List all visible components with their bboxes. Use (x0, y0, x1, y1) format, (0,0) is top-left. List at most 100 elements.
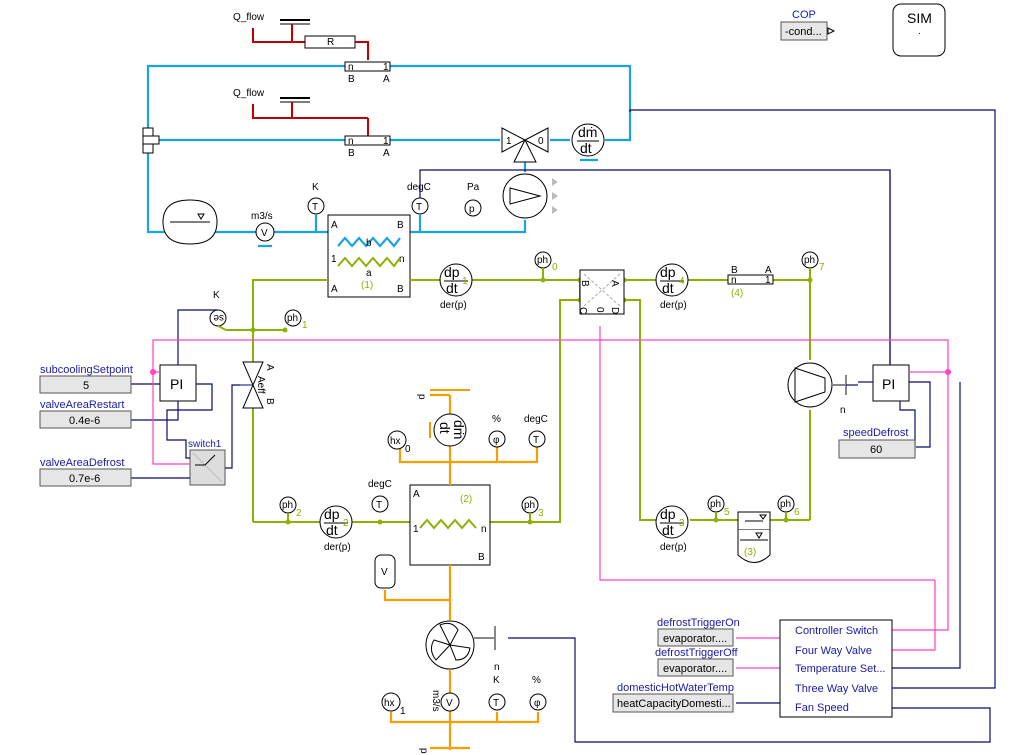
air-volume-sensor[interactable]: V (374, 554, 396, 589)
three-way-valve-port: Three Way Valve (795, 683, 878, 695)
der-p-3[interactable]: dp dt 3 der(p) (655, 505, 689, 553)
svg-text:%: % (492, 414, 501, 425)
ph-sensor-5[interactable]: ph 5 (707, 495, 730, 520)
air-source-top[interactable]: p (416, 389, 470, 400)
svg-text:B: B (397, 220, 404, 231)
svg-text:se: se (213, 312, 224, 323)
sim-block[interactable]: SIM . (892, 3, 946, 57)
heat-source-1[interactable]: Q_flow R n 1 B A (233, 12, 391, 85)
svg-text:evaporator....: evaporator.... (663, 663, 727, 675)
svg-text:7: 7 (819, 262, 825, 273)
svg-text:dt: dt (662, 522, 674, 538)
defrost-controller[interactable]: Controller Switch Four Way Valve Tempera… (779, 619, 893, 718)
air-source-bottom[interactable]: p (418, 748, 429, 754)
ph-sensor-2[interactable]: ph 2 (279, 496, 302, 522)
svg-text:m3/s: m3/s (430, 690, 441, 712)
svg-text:A: A (765, 265, 772, 276)
sensor-t-degc[interactable]: degC T (407, 182, 431, 215)
hx-sensor-0[interactable]: hx 0 (387, 430, 411, 455)
svg-text:dp: dp (660, 506, 676, 522)
air-mass-flow-sensor[interactable]: dṁ dt (429, 413, 467, 447)
pipe-4[interactable]: B A n 1 (4) (727, 265, 774, 299)
svg-text:Q_flow: Q_flow (233, 88, 265, 99)
ph-sensor-1[interactable]: ph 1 (284, 309, 308, 331)
pi-controller-right[interactable]: PI (872, 364, 910, 402)
controller-switch-port: Controller Switch (795, 625, 878, 637)
ph-sensor-3[interactable]: ph 3 (521, 496, 544, 522)
svg-text:-cond...: -cond... (785, 26, 822, 38)
air-volume-flow-sensor[interactable]: V m3/s (430, 690, 460, 712)
svg-text:valveAreaDefrost: valveAreaDefrost (40, 457, 124, 469)
svg-text:φ: φ (493, 435, 500, 446)
svg-text:der(p): der(p) (324, 542, 351, 553)
svg-text:A: A (331, 284, 338, 295)
svg-text:b: b (366, 238, 372, 249)
svg-text:B: B (731, 265, 738, 276)
svg-text:dt: dt (437, 422, 453, 434)
speed-defrost[interactable]: speedDefrost 60 (838, 427, 916, 459)
heat-source-2[interactable]: Q_flow n 1 B A (233, 88, 391, 159)
sensor-t-k[interactable]: K T (307, 182, 325, 215)
der-p-4[interactable]: dp dt 4 der(p) (655, 263, 689, 311)
svg-text:ph: ph (524, 500, 535, 511)
refrigerant-temp-sensor[interactable]: degC T (368, 479, 392, 513)
domestic-hot-water-temp[interactable]: domesticHotWaterTemp heatCapacityDomesti… (612, 682, 734, 713)
cop-output[interactable]: COP -cond... (780, 9, 836, 41)
svg-text:der(p): der(p) (440, 300, 467, 311)
svg-text:1: 1 (506, 136, 512, 147)
svg-text:Aeff: Aeff (255, 376, 266, 394)
svg-text:2: 2 (343, 518, 349, 529)
svg-text:B: B (397, 284, 404, 295)
svg-text:n: n (494, 662, 500, 673)
fan[interactable]: n (425, 620, 500, 673)
pi-controller-left[interactable]: PI (159, 364, 197, 402)
svg-text:(1): (1) (361, 280, 373, 291)
receiver-tank[interactable]: (3) (737, 511, 771, 563)
svg-text:a: a (366, 268, 372, 279)
compressor[interactable]: n (787, 362, 847, 416)
volume-flow-sensor[interactable]: m3/s V (251, 211, 275, 248)
water-storage-tank[interactable] (162, 199, 218, 245)
condenser-heat-exchanger[interactable]: A B 1 n A B b a (1) (327, 214, 411, 298)
ph-sensor-0[interactable]: ph 0 (534, 251, 558, 280)
svg-text:p: p (416, 394, 427, 400)
svg-text:C: C (577, 307, 588, 314)
svg-text:dṁ: dṁ (578, 124, 597, 140)
air-phi-sensor-2[interactable]: % φ (529, 675, 547, 711)
hx-sensor-1[interactable]: hx 1 (381, 692, 406, 717)
svg-text:ph: ph (710, 499, 721, 510)
svg-text:5: 5 (83, 380, 89, 392)
water-pump[interactable] (502, 173, 558, 219)
water-tee[interactable] (142, 127, 160, 154)
ph-sensor-7[interactable]: ph 7 (801, 251, 825, 280)
ph-sensor-6[interactable]: ph 6 (777, 495, 800, 520)
svg-text:subcoolingSetpoint: subcoolingSetpoint (40, 364, 133, 376)
svg-text:6: 6 (794, 507, 800, 518)
defrost-trigger-off[interactable]: defrostTriggerOff evaporator.... (655, 647, 738, 677)
svg-text:n: n (840, 405, 846, 416)
mass-flow-sensor[interactable]: dṁ dt (571, 123, 605, 162)
svg-text:defrostTriggerOff: defrostTriggerOff (655, 647, 738, 659)
svg-text:dp: dp (324, 506, 340, 522)
sensor-p-pa[interactable]: Pa p (464, 182, 482, 217)
evaporator-heat-exchanger[interactable]: A B 1 n (2) (409, 484, 491, 566)
air-temp-sensor[interactable]: degC T (524, 414, 548, 448)
svg-text:degC: degC (368, 479, 392, 490)
phi-sensor[interactable]: % φ (488, 414, 506, 448)
switch1[interactable]: switch1 (188, 439, 226, 486)
der-p-1[interactable]: dp dt 1 der(p) (439, 263, 473, 311)
der-p-2[interactable]: dp dt 2 der(p) (319, 505, 353, 553)
svg-text:0: 0 (552, 262, 558, 273)
svg-text:T: T (376, 500, 382, 511)
air-temp-sensor-k[interactable]: K T (488, 675, 506, 711)
defrost-trigger-on[interactable]: defrostTriggerOn evaporator.... (657, 617, 740, 647)
valve-area-restart[interactable]: valveAreaRestart 0.4e-6 (39, 399, 132, 429)
svg-text:φ: φ (534, 698, 541, 709)
three-way-valve[interactable]: 1 0 (501, 127, 549, 163)
svg-text:n: n (348, 62, 354, 73)
four-way-valve[interactable]: A B C D 0 (577, 269, 625, 315)
valve-area-defrost[interactable]: valveAreaDefrost 0.7e-6 (39, 457, 132, 487)
subcooling-setpoint[interactable]: subcoolingSetpoint 5 (39, 364, 133, 394)
fan-speed-port: Fan Speed (795, 702, 849, 714)
expansion-valve[interactable]: A Aeff B (240, 361, 275, 409)
